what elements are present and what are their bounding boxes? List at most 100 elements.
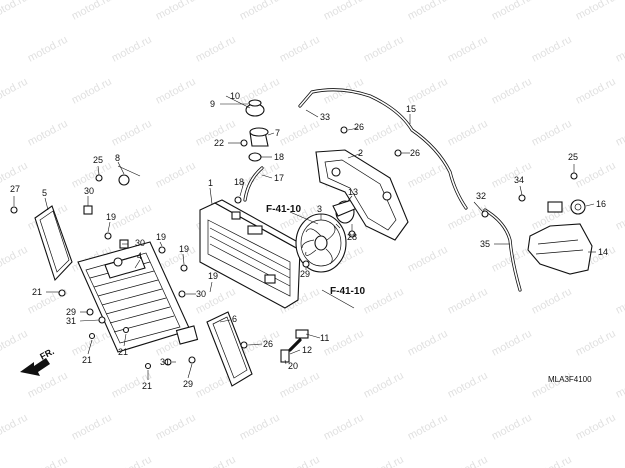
- callout-21b: 21: [82, 355, 92, 365]
- cooling-fan: [295, 213, 347, 273]
- watermark-text: motod.ru: [322, 412, 366, 443]
- hardware: [10, 126, 578, 370]
- watermark-text: motod.ru: [194, 34, 238, 65]
- front-label: FR.: [38, 346, 55, 362]
- watermark-text: motod.ru: [194, 454, 238, 468]
- callout-29: 29: [66, 307, 76, 317]
- watermark-text: motod.ru: [278, 118, 322, 149]
- radiator-left: [77, 241, 199, 353]
- watermark-text: motod.ru: [446, 454, 490, 468]
- watermark-text: motod.ru: [406, 244, 450, 275]
- watermark-text: motod.ru: [446, 118, 490, 149]
- callout-21d: 21: [142, 381, 152, 391]
- filler-neck: [248, 127, 269, 162]
- shroud-right: [206, 311, 253, 387]
- watermark-text: motod.ru: [154, 160, 198, 191]
- watermark-text: motod.ru: [278, 370, 322, 401]
- watermark-text: motod.ru: [110, 202, 154, 233]
- callout-4: 4: [137, 251, 142, 261]
- watermark-text: motod.ru: [70, 76, 114, 107]
- watermark-text: motod.ru: [406, 412, 450, 443]
- callout-2: 2: [358, 148, 363, 158]
- watermark-text: motod.ru: [446, 34, 490, 65]
- watermark-text: motod.ru: [0, 244, 30, 275]
- watermark-text: motod.ru: [490, 412, 534, 443]
- callout-19: 19: [106, 212, 116, 222]
- watermark-text: motod.ru: [574, 0, 618, 23]
- watermark-text: motod.ru: [362, 286, 406, 317]
- callout-14: 14: [598, 247, 608, 257]
- callout-33: 33: [320, 112, 330, 122]
- callout-29b: 29: [183, 379, 193, 389]
- watermark-text: motod.ru: [26, 454, 70, 468]
- watermark-text: motod.ru: [530, 118, 574, 149]
- callout-26: 27: [10, 184, 20, 194]
- callout-15: 15: [406, 104, 416, 114]
- watermark-text: motod.ru: [530, 454, 574, 468]
- watermark-text: motod.ru: [530, 34, 574, 65]
- callout-20: 20: [288, 361, 298, 371]
- fan-bracket: [315, 149, 409, 241]
- ref-f41-10-lower: F-41-10: [330, 286, 365, 297]
- callout-22: 22: [214, 138, 224, 148]
- watermark-text: motod.ru: [70, 412, 114, 443]
- callout-5: 5: [42, 188, 47, 198]
- watermark-text: motod.ru: [362, 118, 406, 149]
- watermark-text: motod.ru: [406, 0, 450, 23]
- watermark-text: motod.ru: [406, 328, 450, 359]
- callout-25b: 26: [410, 148, 420, 158]
- callout-31b: 31: [160, 357, 170, 367]
- watermark-text: motod.ru: [406, 76, 450, 107]
- callout-35: 35: [480, 239, 490, 249]
- watermark-text: motod.ru: [110, 34, 154, 65]
- watermark-text: motod.ru: [0, 0, 30, 23]
- shroud-left: [34, 205, 73, 282]
- watermark-text: motod.ru: [26, 118, 70, 149]
- watermark-text: motod.ru: [614, 118, 625, 149]
- callout-19d: 19: [208, 271, 218, 281]
- watermark-text: motod.ru: [110, 118, 154, 149]
- watermark-text: motod.ru: [154, 76, 198, 107]
- callout-16: 16: [596, 199, 606, 209]
- watermark-text: motod.ru: [574, 412, 618, 443]
- callout-13: 13: [348, 187, 358, 197]
- watermark-text: motod.ru: [614, 202, 625, 233]
- watermark-text: motod.ru: [574, 328, 618, 359]
- diagram-code: MLA3F4100: [548, 375, 592, 384]
- callout-23: 25: [568, 152, 578, 162]
- watermark-text: motod.ru: [490, 0, 534, 23]
- callout-25: 26: [354, 122, 364, 132]
- watermark-text: motod.ru: [278, 34, 322, 65]
- callout-8: 8: [115, 153, 120, 163]
- watermark-text: motod.ru: [154, 412, 198, 443]
- callout-31: 31: [66, 316, 76, 326]
- watermark-text: motod.ru: [154, 0, 198, 23]
- watermark-text: motod.ru: [446, 202, 490, 233]
- watermark-text: motod.ru: [238, 0, 282, 23]
- callout-9: 9: [210, 99, 215, 109]
- callout-11: 11: [320, 333, 329, 343]
- watermark-text: motod.ru: [530, 286, 574, 317]
- callout-34: 34: [514, 175, 524, 185]
- reservoir-cap: [570, 199, 586, 215]
- callout-27: 28: [347, 232, 357, 242]
- callout-24: 25: [93, 155, 103, 165]
- callouts: 27 5 25 8 30 19 30 4 19 19 30 19 21 29 3…: [10, 91, 608, 391]
- watermark-text: motod.ru: [490, 76, 534, 107]
- callout-32: 32: [476, 191, 486, 201]
- watermark-text: motod.ru: [406, 160, 450, 191]
- watermark-text: motod.ru: [70, 328, 114, 359]
- front-arrow-icon: [20, 358, 50, 376]
- watermark-text: motod.ru: [362, 454, 406, 468]
- radiator-cap: [245, 99, 265, 117]
- watermark-text: motod.ru: [490, 328, 534, 359]
- watermark-text: motod.ru: [0, 412, 30, 443]
- watermark-text: motod.ru: [362, 34, 406, 65]
- watermark-text: motod.ru: [574, 160, 618, 191]
- callout-1: 1: [208, 178, 213, 188]
- callout-30: 30: [84, 186, 94, 196]
- watermark-text: motod.ru: [614, 454, 625, 468]
- callout-19c: 19: [179, 244, 189, 254]
